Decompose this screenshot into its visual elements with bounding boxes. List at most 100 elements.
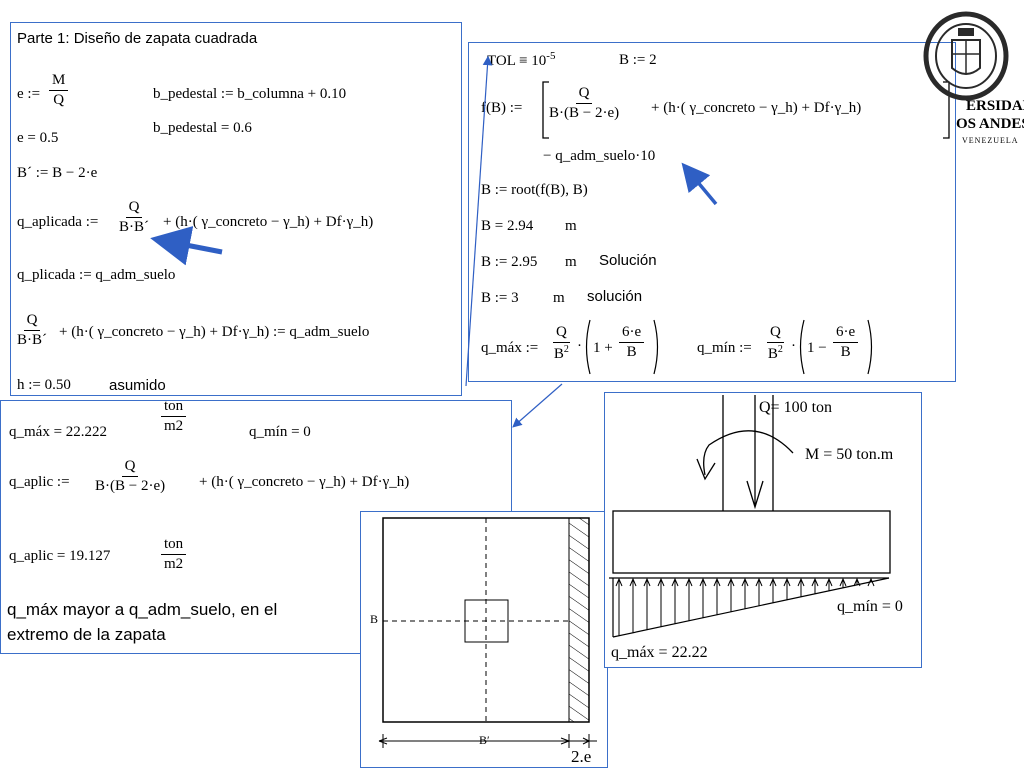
university-logo: ERSIDAD OS ANDES VENEZUELA bbox=[922, 10, 1024, 150]
pressure-arrow-head bbox=[643, 577, 651, 587]
qmax-unit: ton m2 bbox=[161, 399, 187, 434]
pressure-arrow-head bbox=[713, 577, 721, 587]
pressure-arrow-head bbox=[839, 577, 847, 587]
tol-definition: TOL ≡ 10-5 bbox=[487, 51, 555, 69]
root-definition: B := root(f(B), B) bbox=[481, 182, 588, 198]
tol-exponent: -5 bbox=[546, 50, 556, 62]
qmin-one: 1 − bbox=[807, 340, 827, 356]
f-rest: + (h·( γ_concreto − γ_h) + Df·γ_h) bbox=[651, 100, 862, 116]
section-qmax-label: q_máx = 22.22 bbox=[611, 644, 708, 661]
dimension-tick-2e bbox=[582, 734, 590, 748]
qmax-inner-num: 6·e bbox=[619, 325, 645, 343]
pressure-arrow-head bbox=[629, 577, 637, 587]
qmax-inner-fraction: 6·e B bbox=[619, 325, 645, 360]
q-aplicada-lhs: q_aplicada := bbox=[17, 214, 99, 230]
load-q-arrowhead bbox=[746, 480, 764, 510]
section-q-label: Q= 100 ton bbox=[759, 399, 833, 416]
qmin-num: Q bbox=[767, 325, 784, 343]
q-aplic-value: q_aplic = 19.127 bbox=[9, 548, 111, 564]
qmin-inner-den: B bbox=[840, 344, 851, 360]
q-aplicada-den: B·B´ bbox=[119, 219, 149, 235]
moment-arrowhead bbox=[696, 458, 716, 481]
tol-text: TOL ≡ 10 bbox=[487, 53, 547, 69]
qmax-one: 1 + bbox=[593, 340, 613, 356]
dimension-tick-left bbox=[378, 734, 388, 748]
f-line2: − q_adm_suelo·10 bbox=[543, 148, 656, 164]
plan-label-2e: 2.e bbox=[571, 747, 592, 766]
qmax-den: B2 bbox=[554, 343, 569, 362]
h-note: asumido bbox=[109, 377, 166, 394]
b-solution-1-unit: m bbox=[565, 254, 577, 270]
qmin-paren-left bbox=[799, 319, 805, 375]
b-pedestal-value: b_pedestal = 0.6 bbox=[153, 120, 252, 136]
pressure-arrow-head bbox=[867, 577, 875, 587]
e-fraction-num: M bbox=[49, 73, 69, 91]
pressure-arrows bbox=[615, 577, 875, 636]
e-fraction-den: Q bbox=[53, 92, 65, 108]
note-line-2: extremo de la zapata bbox=[7, 625, 166, 644]
qmax-fraction: Q B2 bbox=[553, 325, 570, 362]
hatched-strip bbox=[568, 517, 590, 723]
b-solution-1: B := 2.95 bbox=[481, 254, 538, 270]
f-bracket-right bbox=[943, 81, 950, 139]
q-aplic-unit: ton m2 bbox=[161, 537, 187, 572]
q-aplic-fraction: Q B·(B − 2·e) bbox=[95, 459, 165, 494]
qmax-dot: · bbox=[577, 338, 582, 354]
column-outline bbox=[464, 599, 509, 643]
pressure-arrow-head bbox=[741, 577, 749, 587]
moment-arc bbox=[703, 430, 794, 476]
logo-line-1: ERSIDAD bbox=[966, 98, 1024, 114]
qmin-paren-right bbox=[867, 319, 873, 375]
q-aplicada-rest: + (h·( γ_concreto − γ_h) + Df·γ_h) bbox=[163, 214, 374, 230]
b-value: B = 2.94 bbox=[481, 218, 534, 234]
f-fraction: Q B·(B − 2·e) bbox=[549, 86, 619, 121]
f-lhs: f(B) := bbox=[481, 100, 523, 116]
b-pedestal-definition: b_pedestal := b_columna + 0.10 bbox=[153, 86, 347, 102]
equation-rest: + (h·( γ_concreto − γ_h) + Df·γ_h) := q_… bbox=[59, 324, 370, 340]
pressure-arrow-head bbox=[783, 577, 791, 587]
arrow-to-results bbox=[512, 383, 563, 428]
qmax-inner-den: B bbox=[626, 344, 637, 360]
panel-zapata-design: Parte 1: Diseño de zapata cuadrada e := … bbox=[10, 22, 462, 396]
qmax-unit-den: m2 bbox=[164, 418, 184, 434]
section-m-label: M = 50 ton.m bbox=[805, 446, 894, 463]
e-fraction: M Q bbox=[49, 73, 69, 108]
qmax-den-exp: 2 bbox=[563, 344, 569, 355]
qmin-result: q_mín = 0 bbox=[249, 424, 311, 440]
b-initial: B := 2 bbox=[619, 52, 657, 68]
pressure-arrow-head bbox=[657, 577, 665, 587]
q-aplic-rest: + (h·( γ_concreto − γ_h) + Df·γ_h) bbox=[199, 474, 410, 490]
qmin-den: B2 bbox=[768, 343, 783, 362]
plan-label-b: B bbox=[370, 612, 379, 626]
pressure-arrow-head bbox=[825, 577, 833, 587]
b-solution-1-note: Solución bbox=[599, 252, 657, 269]
panel1-title: Parte 1: Diseño de zapata cuadrada bbox=[17, 30, 258, 47]
b-value-unit: m bbox=[565, 218, 577, 234]
qmax-paren-right bbox=[653, 319, 659, 375]
pressure-arrow-head bbox=[727, 577, 735, 587]
b-solution-2-note: solución bbox=[587, 288, 643, 305]
pressure-arrow-head bbox=[755, 577, 763, 587]
qmin-lhs: q_mín := bbox=[697, 340, 752, 356]
q-plicada-definition: q_plicada := q_adm_suelo bbox=[17, 267, 176, 283]
plan-view-drawing bbox=[378, 517, 597, 748]
equation-fraction: Q B·B´ bbox=[17, 313, 47, 348]
qmin-fraction: Q B2 bbox=[767, 325, 784, 362]
e-definition-lhs: e := bbox=[17, 86, 41, 102]
f-fraction-num: Q bbox=[575, 86, 593, 104]
pressure-arrow-head bbox=[853, 577, 861, 587]
q-aplic-unit-den: m2 bbox=[164, 556, 184, 572]
pressure-arrow-head bbox=[811, 577, 819, 587]
b-prime-definition: B´ := B − 2·e bbox=[17, 165, 98, 181]
q-aplicada-num: Q bbox=[125, 200, 143, 218]
q-aplicada-fraction: Q B·B´ bbox=[119, 200, 149, 235]
b-solution-2-unit: m bbox=[553, 290, 565, 306]
h-definition: h := 0.50 bbox=[17, 377, 71, 393]
note-line-1: q_máx mayor a q_adm_suelo, en el bbox=[7, 600, 278, 619]
qmax-den-base: B bbox=[553, 346, 564, 362]
f-bracket-left bbox=[542, 81, 549, 139]
panel-plan-view: B B′ 2.e bbox=[360, 511, 608, 768]
qmax-num: Q bbox=[553, 325, 570, 343]
q-aplic-den: B·(B − 2·e) bbox=[95, 478, 166, 494]
qmax-unit-num: ton bbox=[161, 399, 187, 417]
